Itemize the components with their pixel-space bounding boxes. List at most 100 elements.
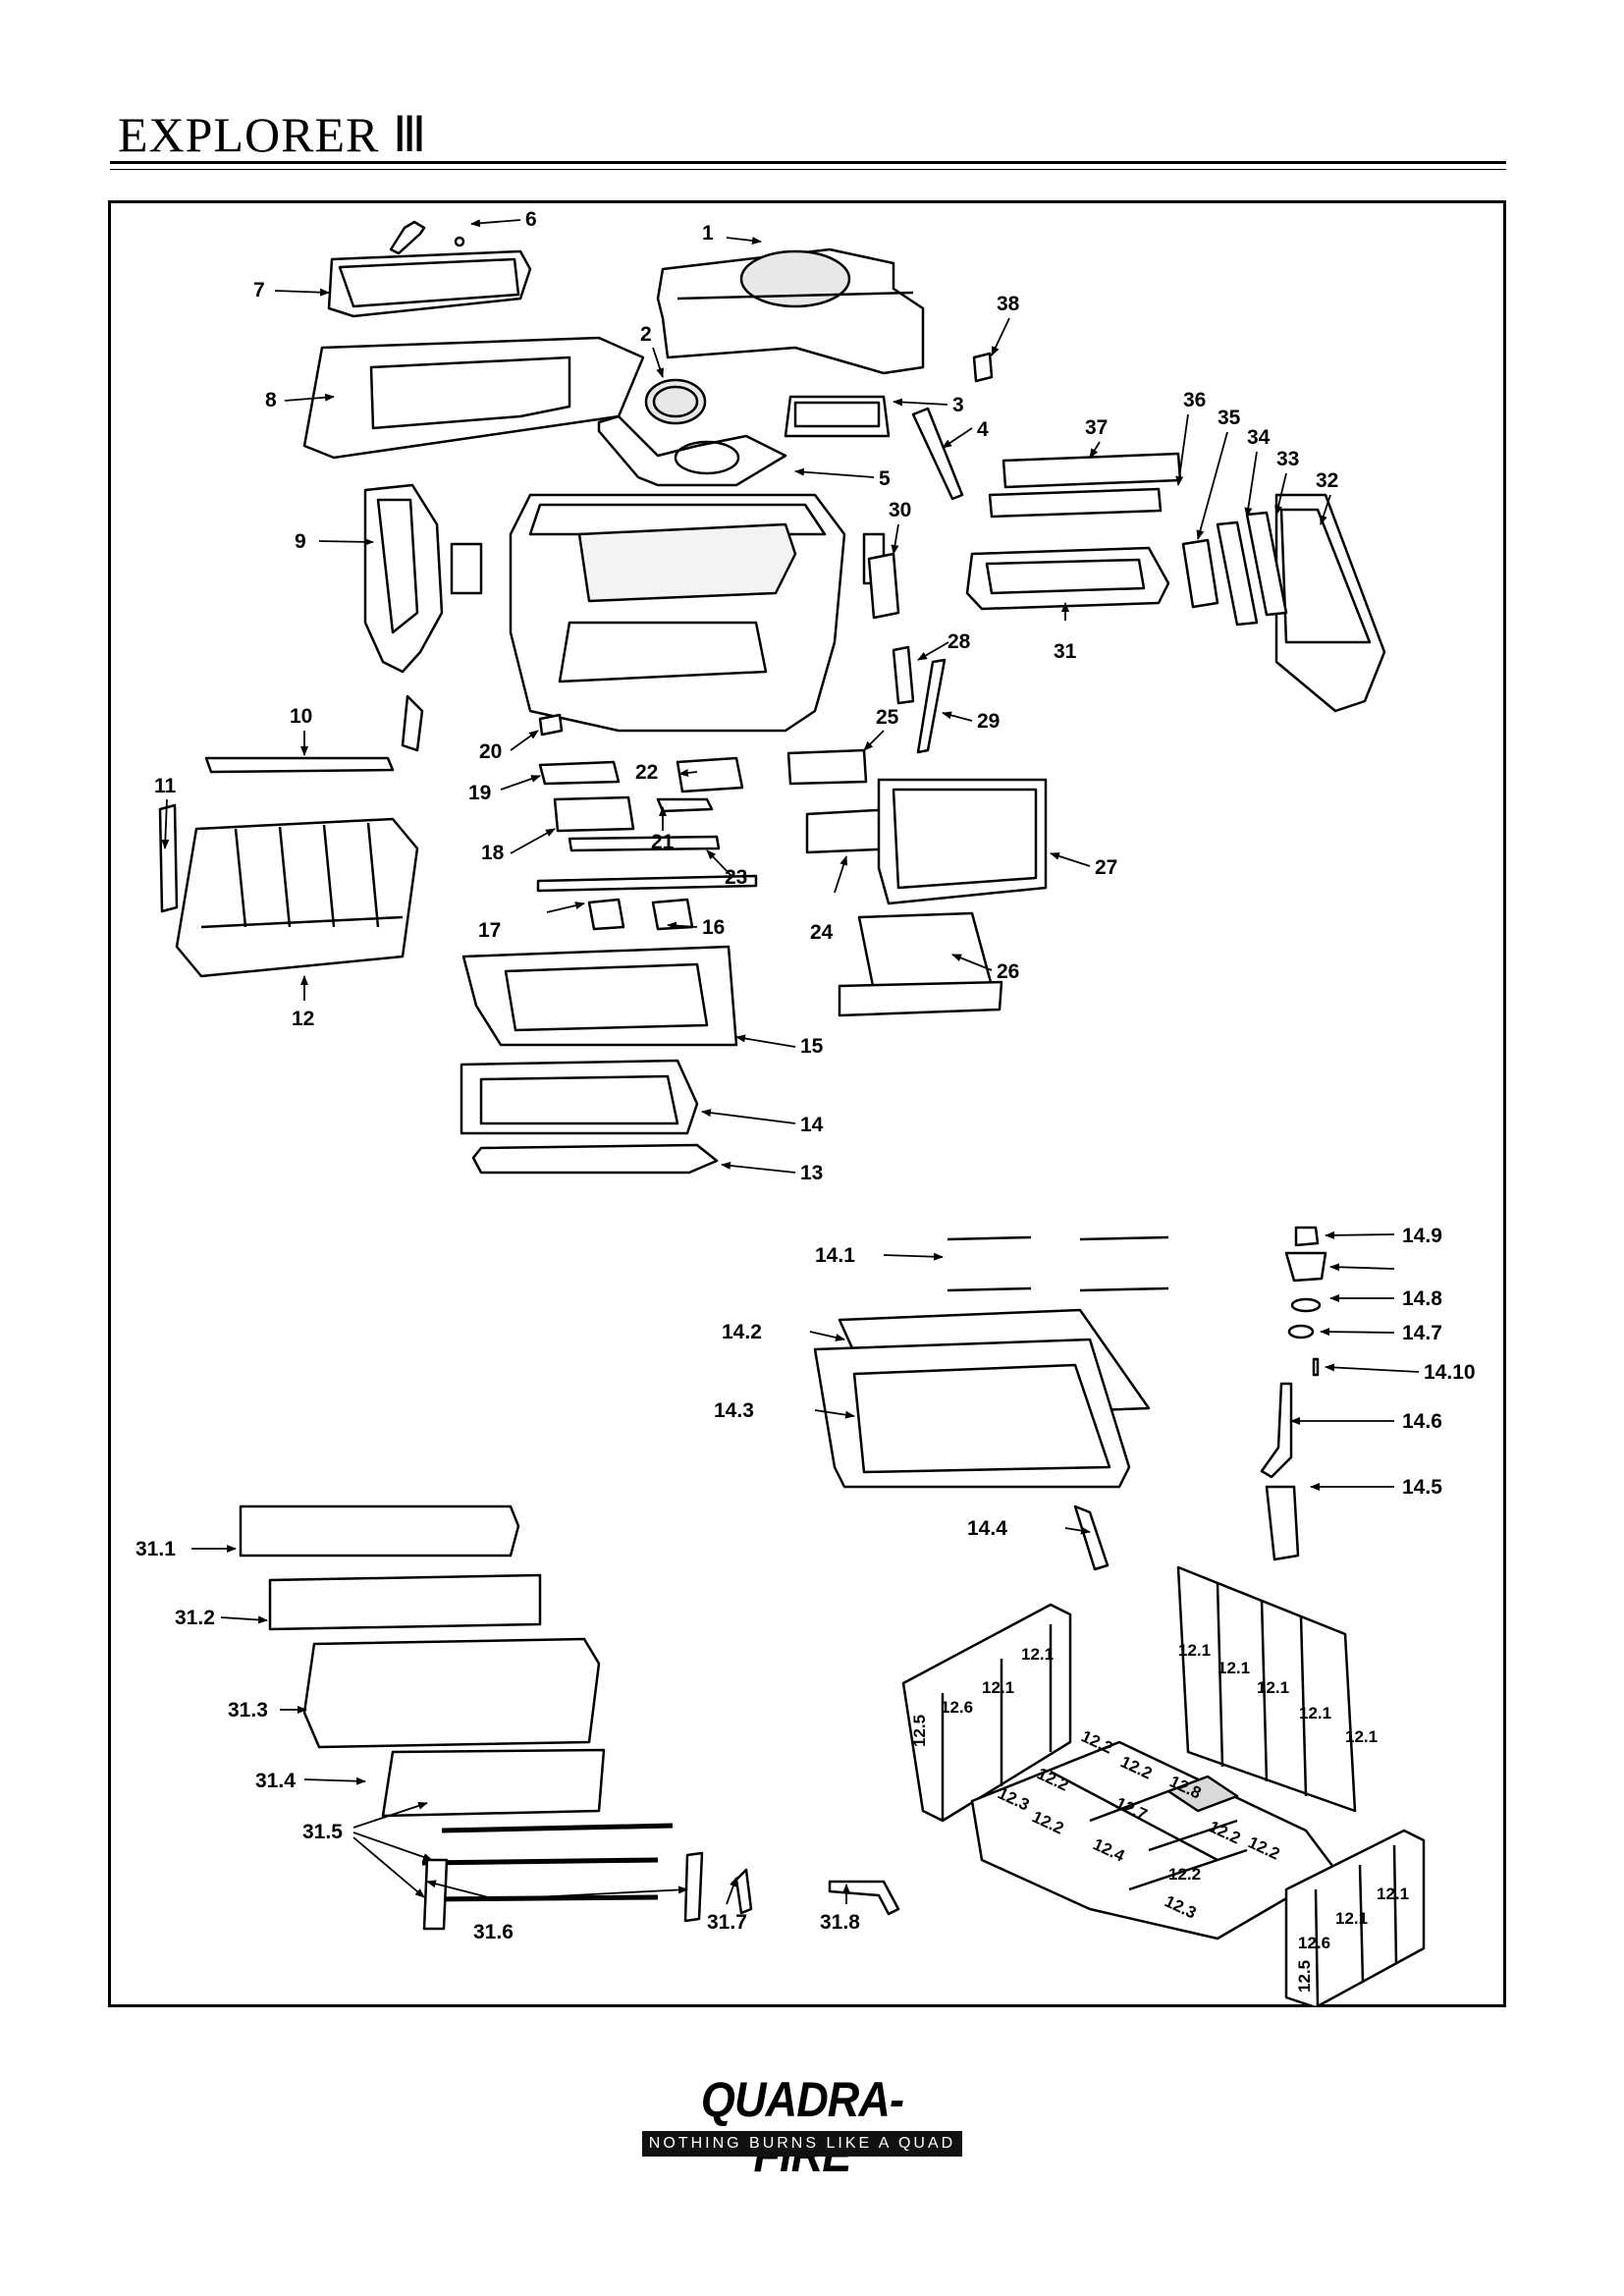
- callout-12: 12: [292, 1008, 314, 1030]
- callout-23: 23: [725, 866, 747, 889]
- callout-3: 3: [952, 394, 964, 416]
- callout-4: 4: [977, 418, 989, 441]
- part-27-pedestal: [877, 778, 1048, 905]
- callout-14-6: 14.6: [1402, 1410, 1442, 1433]
- callout-2: 2: [640, 323, 652, 346]
- part-16-hinge: [587, 898, 694, 931]
- callout-34: 34: [1247, 426, 1271, 449]
- brick-label-12-1: 12.1: [1335, 1909, 1368, 1928]
- part-28-latch: [892, 645, 915, 705]
- title-rule-thick: [110, 161, 1506, 164]
- part-12-brick-set: [175, 817, 419, 978]
- callout-30: 30: [889, 499, 911, 521]
- part-32-side-panel: [1274, 493, 1386, 713]
- callout-25: 25: [876, 706, 899, 729]
- callout-38: 38: [997, 293, 1020, 315]
- callout-18: 18: [481, 842, 505, 864]
- callout-14-3: 14.3: [714, 1399, 754, 1422]
- callout-27: 27: [1095, 856, 1117, 879]
- part-22-plate: [676, 756, 744, 793]
- part-9-side-panel: [363, 483, 444, 752]
- callout-14-10: 14.10: [1424, 1361, 1476, 1384]
- brick-label-12-1: 12.1: [1377, 1885, 1409, 1903]
- callout-14: 14: [800, 1114, 824, 1136]
- callout-31-4: 31.4: [255, 1770, 296, 1792]
- part-1-top: [656, 247, 925, 375]
- brick-label-12-1: 12.1: [1299, 1704, 1331, 1722]
- brick-label-12-1: 12.1: [1218, 1659, 1250, 1677]
- callout-14-4: 14.4: [967, 1517, 1007, 1540]
- brick-set-left: [901, 1603, 1072, 1823]
- exploded-parts-diagram: 1 2 3 4 5 6 7 8 9 10 11 12 13 14 15 16 1…: [135, 208, 1476, 2007]
- part-6-handle: [389, 220, 465, 255]
- brick-label-12-6: 12.6: [1298, 1934, 1330, 1952]
- callout-31-1: 31.1: [135, 1538, 176, 1560]
- callout-11: 11: [154, 775, 177, 797]
- part-4-rod: [911, 407, 964, 501]
- part-23-bar: [568, 835, 721, 852]
- brick-label-12-1: 12.1: [1345, 1727, 1378, 1746]
- part-7-top-glass: [327, 249, 532, 318]
- part-18-tray: [553, 795, 635, 833]
- brick-label-12-1: 12.1: [982, 1678, 1014, 1697]
- brand-tagline: NOTHING BURNS LIKE A QUAD: [642, 2131, 962, 2157]
- baffle-subassembly: [239, 1504, 900, 1931]
- brick-label-12-5: 12.5: [1295, 1960, 1314, 1993]
- callout-31: 31: [1054, 640, 1077, 663]
- diagram-frame: [108, 200, 1506, 2007]
- callout-31-7: 31.7: [707, 1911, 747, 1934]
- callout-1: 1: [702, 222, 714, 245]
- part-5-collar-plate: [597, 414, 787, 487]
- callout-14-9: 14.9: [1402, 1225, 1442, 1247]
- part-17-rail: [536, 874, 758, 893]
- callout-31-5: 31.5: [302, 1821, 343, 1843]
- brick-label-12-6: 12.6: [941, 1698, 973, 1717]
- callout-31-3: 31.3: [228, 1699, 268, 1722]
- part-2-flue-collar: [644, 378, 707, 425]
- callout-14-8: 14.8: [1402, 1287, 1442, 1310]
- brand-logo: QUADRA-FIRE NOTHING BURNS LIKE A QUAD: [640, 2072, 964, 2182]
- callout-29: 29: [977, 710, 1000, 733]
- part-15-front-frame: [461, 945, 738, 1047]
- part-13-door-gasket: [471, 1143, 719, 1175]
- part-38-bracket: [972, 352, 994, 383]
- callout-6: 6: [525, 208, 537, 231]
- callout-15: 15: [800, 1035, 824, 1058]
- callout-5: 5: [879, 467, 891, 490]
- callout-33: 33: [1276, 448, 1299, 470]
- title-rule-thin: [110, 169, 1506, 170]
- part-37-blanket: [1001, 452, 1182, 489]
- part-30-side-plate: [867, 552, 900, 620]
- part-3-air-box: [784, 395, 891, 438]
- brick-label-12-1: 12.1: [1257, 1678, 1289, 1697]
- callout-17: 17: [478, 919, 501, 942]
- callout-31-8: 31.8: [820, 1911, 860, 1934]
- callout-24: 24: [810, 921, 834, 944]
- callout-10: 10: [290, 705, 312, 728]
- part-35-plate: [1181, 538, 1219, 609]
- part-31-baffle-assembly: [965, 546, 1170, 611]
- callout-14-2: 14.2: [722, 1321, 762, 1343]
- callout-36: 36: [1183, 389, 1206, 411]
- callout-37: 37: [1085, 416, 1108, 439]
- door-subassembly: [813, 1226, 1327, 1571]
- part-14-door: [460, 1059, 699, 1135]
- callout-31-6: 31.6: [473, 1921, 514, 1943]
- brick-label-12-2: 12.2: [1168, 1865, 1201, 1884]
- callout-8: 8: [265, 389, 277, 411]
- part-21-pin: [656, 797, 714, 813]
- firebox-body: [450, 493, 886, 733]
- brick-set-right: [1284, 1829, 1426, 2007]
- callout-labels: 1 2 3 4 5 6 7 8 9 10 11 12 13 14 15 16 1…: [135, 208, 1476, 1943]
- brick-set-back: [1176, 1565, 1357, 1813]
- callout-35: 35: [1218, 407, 1241, 429]
- part-11-side-rail: [158, 803, 179, 913]
- callout-22: 22: [635, 761, 658, 784]
- callout-7: 7: [253, 279, 265, 301]
- callout-14-1: 14.1: [815, 1244, 855, 1267]
- callout-9: 9: [295, 530, 306, 553]
- brick-label-12-1: 12.1: [1178, 1641, 1211, 1660]
- callout-16: 16: [702, 916, 725, 939]
- part-34-gasket: [1216, 520, 1259, 627]
- part-33-gasket: [1245, 511, 1288, 617]
